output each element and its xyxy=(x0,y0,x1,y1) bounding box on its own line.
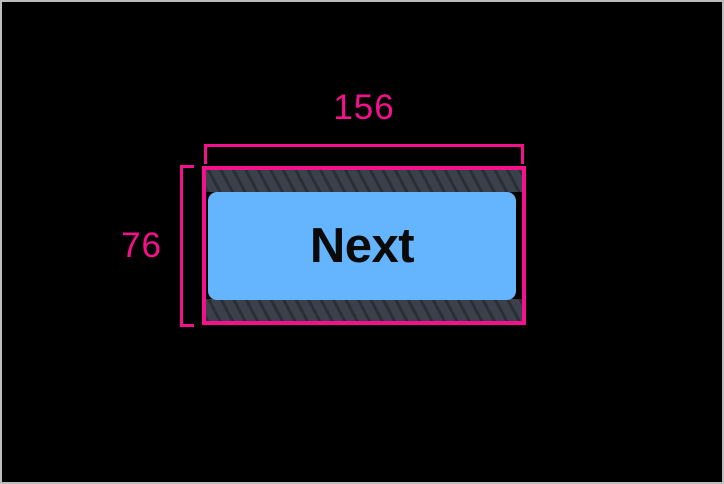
width-dimension-bracket xyxy=(204,144,524,164)
height-dimension-bracket xyxy=(180,165,194,327)
height-measurement-label: 76 xyxy=(121,226,162,265)
width-measurement-label: 156 xyxy=(333,88,395,127)
padding-hatch-band-top xyxy=(206,170,522,192)
measured-element-box[interactable] xyxy=(206,170,522,321)
padding-hatch-band-bottom xyxy=(206,299,522,321)
next-button[interactable]: Next xyxy=(208,192,516,300)
next-button-label: Next xyxy=(309,218,415,273)
